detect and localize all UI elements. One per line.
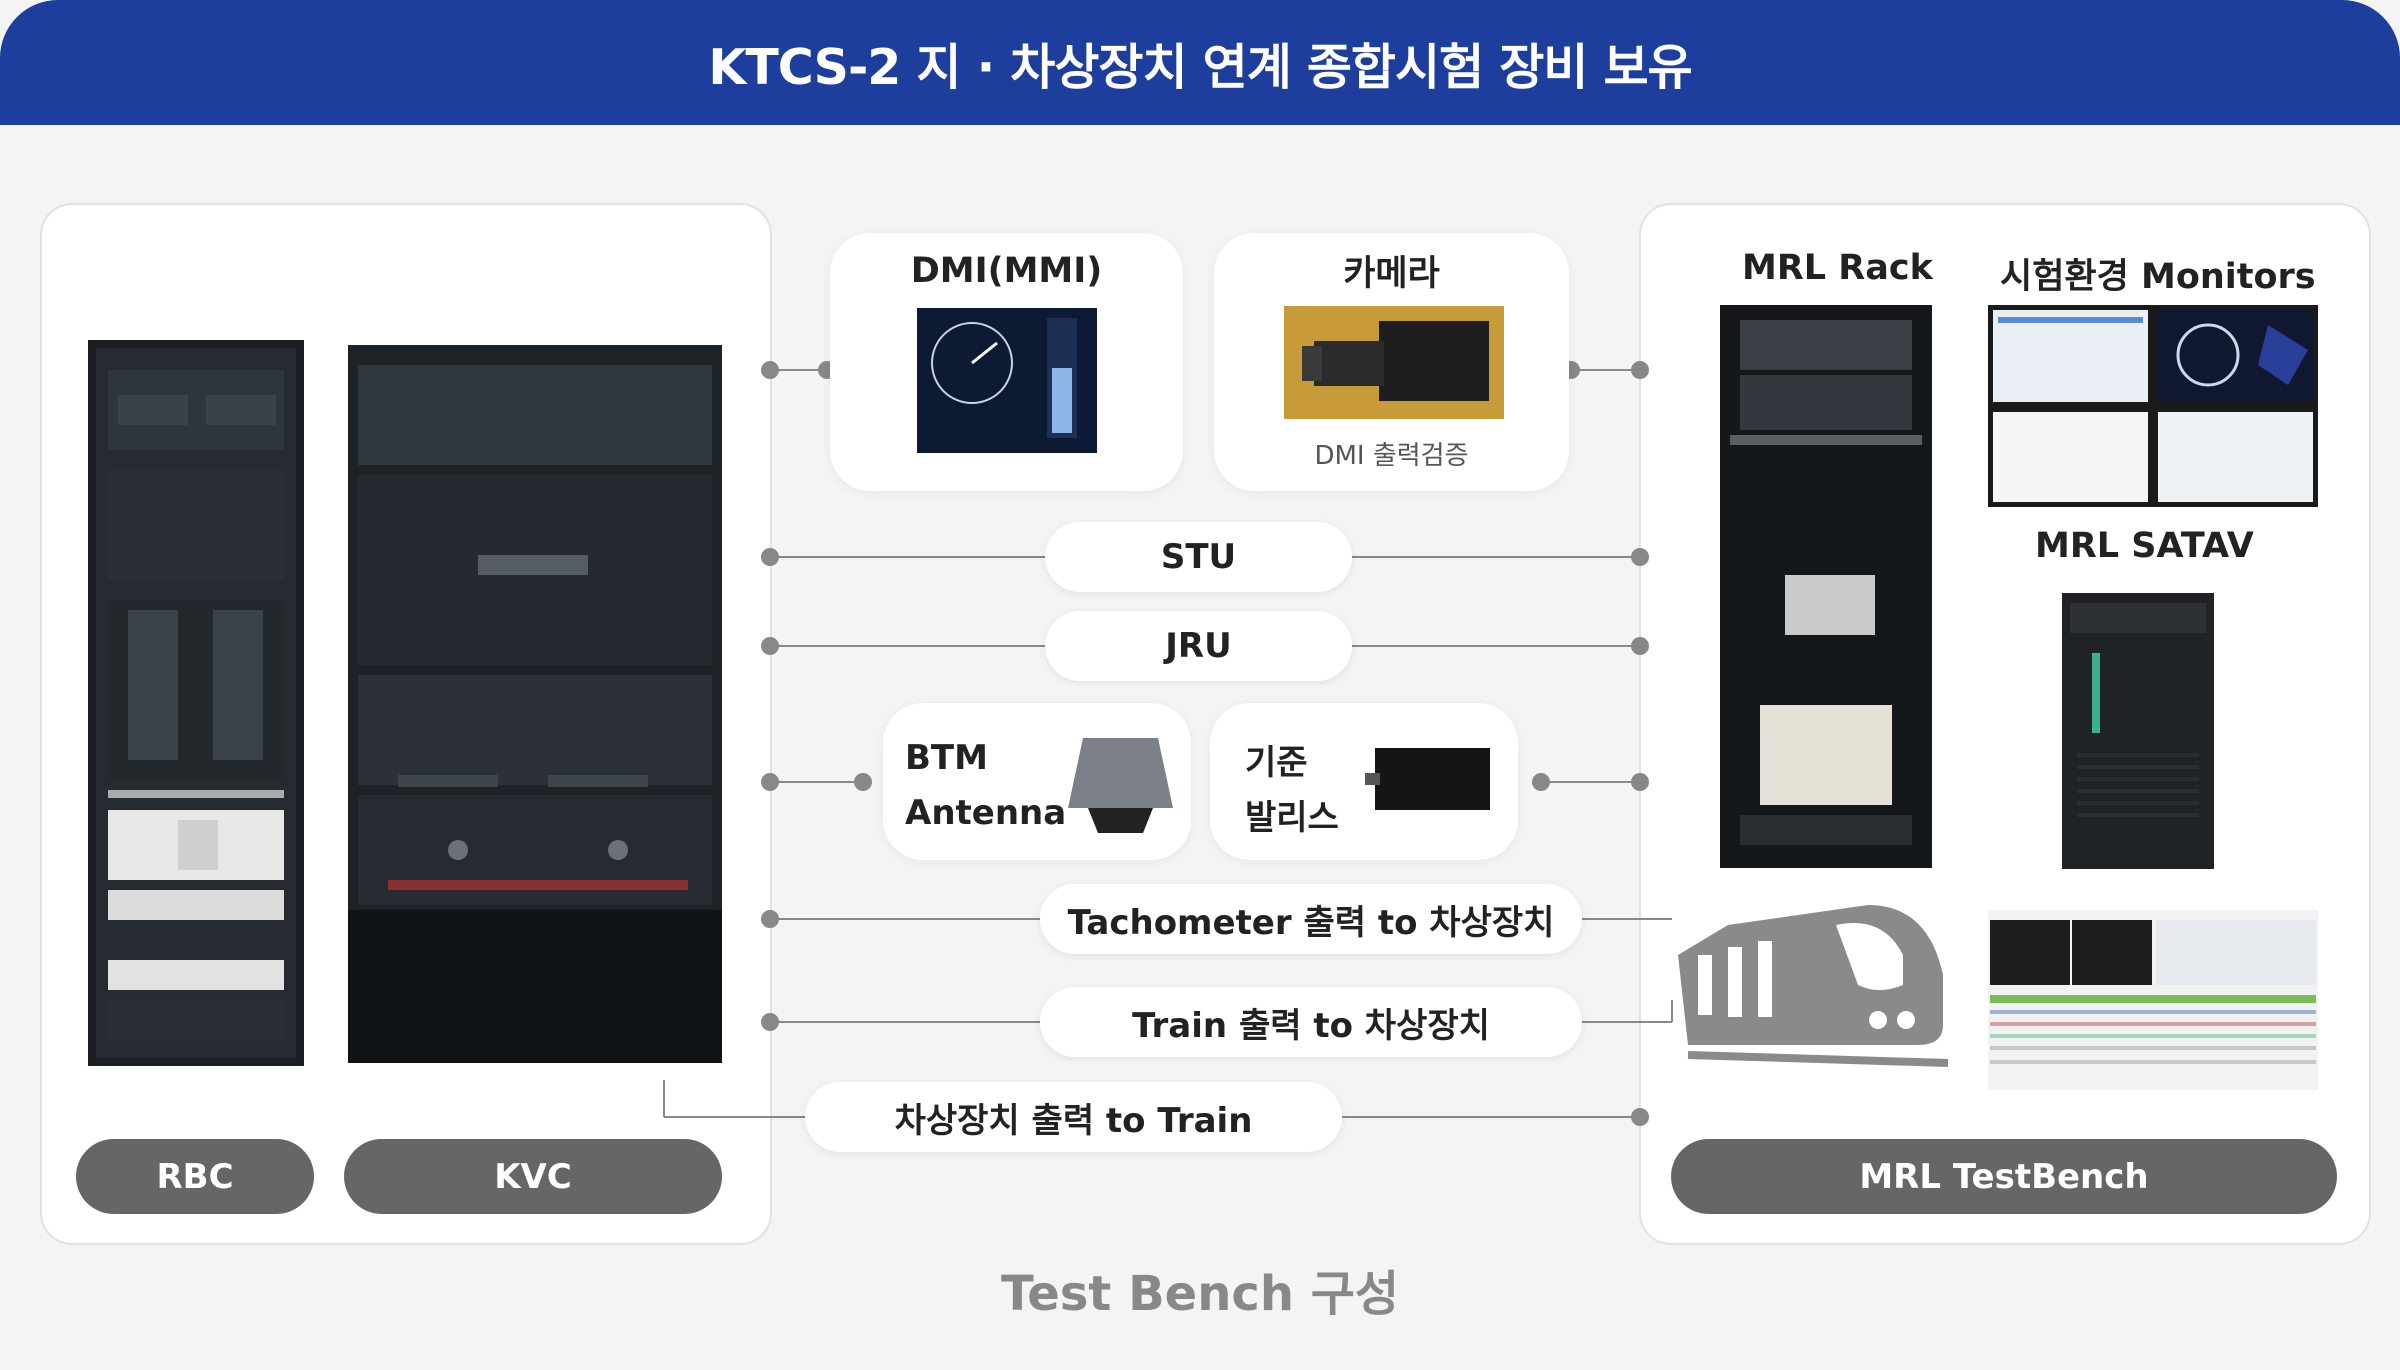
tachometer-label: Tachometer 출력 to 차상장치: [1040, 884, 1582, 954]
header-bar: KTCS-2 지 · 차상장치 연계 종합시험 장비 보유: [0, 0, 2400, 125]
camera-caption: DMI 출력검증: [1314, 441, 1469, 471]
stu-label: STU: [1045, 522, 1352, 592]
kvc-label: KVC: [344, 1139, 722, 1214]
rbc-rack-image: [88, 340, 304, 1066]
train-output-label: Train 출력 to 차상장치: [1040, 987, 1582, 1057]
balise-image: [1365, 748, 1490, 810]
balise-label-line2: 발리스: [1245, 798, 1339, 838]
mrl-rack-image: [1720, 305, 1932, 868]
balise-card: 기준 발리스: [1210, 703, 1518, 860]
onboard-output-label: 차상장치 출력 to Train: [805, 1082, 1342, 1152]
rbc-label: RBC: [76, 1139, 314, 1214]
monitors-title: 시험환경 Monitors: [2000, 257, 2316, 297]
mrl-satav-title: MRL SATAV: [2035, 526, 2254, 566]
mrl-testbench-label: MRL TestBench: [1671, 1139, 2337, 1214]
dmi-card: DMI(MMI): [830, 233, 1183, 491]
testbench-screenshot: [1988, 910, 2318, 1090]
balise-label-line1: 기준: [1245, 743, 1308, 783]
kvc-rack-image: [348, 345, 722, 1063]
camera-card: 카메라 DMI 출력검증: [1214, 233, 1569, 491]
btm-label-line1: BTM: [905, 738, 988, 778]
footer-caption: Test Bench 구성: [1000, 1266, 1400, 1322]
dmi-title: DMI(MMI): [910, 251, 1103, 291]
header-title: KTCS-2 지 · 차상장치 연계 종합시험 장비 보유: [708, 39, 1692, 96]
btm-label-line2: Antenna: [905, 793, 1067, 833]
dmi-screen-image: [917, 308, 1097, 453]
camera-title: 카메라: [1343, 254, 1440, 294]
jru-label: JRU: [1045, 611, 1352, 681]
train-icon: [1678, 905, 1949, 1067]
satav-pc-image: [2062, 593, 2214, 869]
btm-card: BTM Antenna: [883, 703, 1191, 860]
camera-image: [1284, 306, 1504, 419]
btm-antenna-image: [1068, 738, 1173, 833]
mrl-rack-title: MRL Rack: [1742, 248, 1933, 288]
monitors-image: [1988, 305, 2318, 507]
